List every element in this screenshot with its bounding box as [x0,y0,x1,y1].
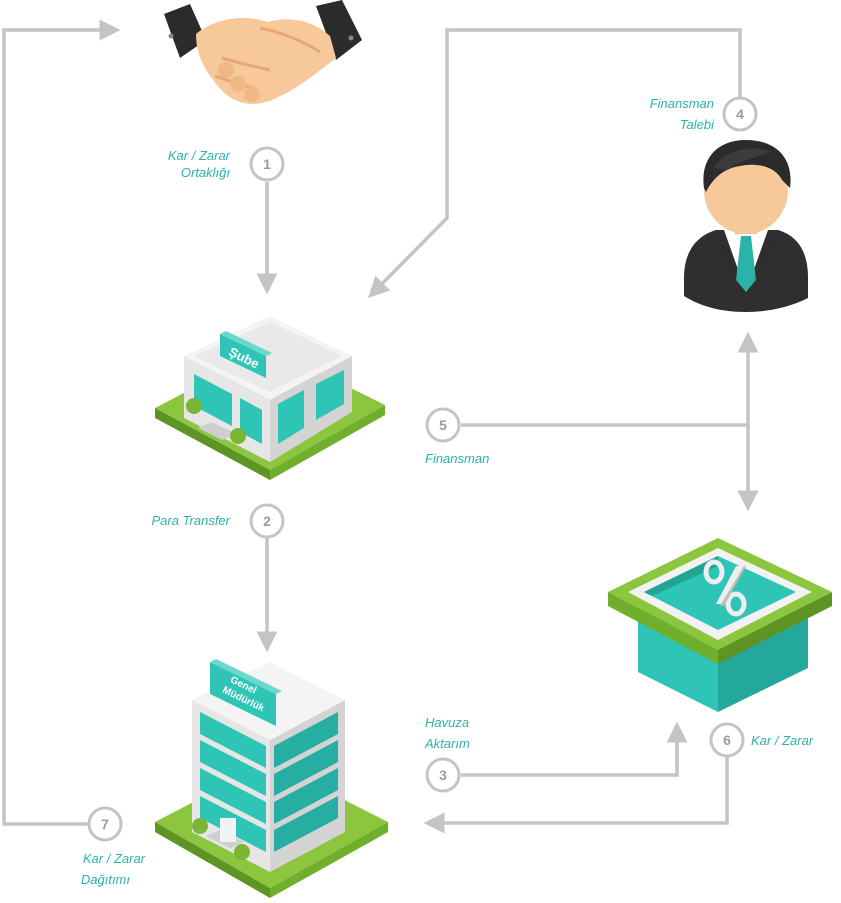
step-circle-5: 5 [425,407,461,443]
step-label-4-line1: Finansman [650,96,714,111]
step-circle-7: 7 [87,806,123,842]
svg-text:2: 2 [263,513,271,529]
step-label-1-line1: Kar / Zarar [168,148,231,163]
arrow-3-pool-transfer [461,721,688,777]
svg-text:5: 5 [439,417,447,433]
branch-building-icon: Şube [155,316,385,480]
step-label-6-line1: Kar / Zarar [751,733,814,748]
step-circle-3: 3 [425,757,461,793]
headquarters-building-icon: Genel Müdürlük [155,659,388,898]
svg-text:4: 4 [736,106,744,122]
arrow-4-request [368,28,742,298]
step-label-4-line2: Talebi [680,117,715,132]
svg-text:1: 1 [263,156,271,172]
step-label-7-line1: Kar / Zarar [83,851,146,866]
step-label-3-line1: Havuza [425,715,469,730]
step-label-3-line2: Aktarım [424,736,470,751]
pool-percent-icon [608,538,832,712]
step-label-5-line1: Finansman [425,451,489,466]
businessman-icon [684,140,808,312]
step-circle-4: 4 [722,96,758,132]
step-circle-1: 1 [249,146,285,182]
step-circle-2: 2 [249,503,285,539]
connector-arrows [2,19,759,834]
step-label-1-line2: Ortaklığı [181,165,231,180]
arrow-7-distribution [2,19,121,826]
step-circle-6: 6 [709,722,745,758]
step-label-7-line2: Dağıtımı [81,872,131,887]
percent-symbol-icon [703,559,747,617]
arrow-6-profit [423,757,729,834]
svg-text:7: 7 [101,816,109,832]
svg-text:6: 6 [723,732,731,748]
svg-text:3: 3 [439,767,447,783]
handshake-icon [164,0,362,104]
step-label-2-line1: Para Transfer [151,513,230,528]
